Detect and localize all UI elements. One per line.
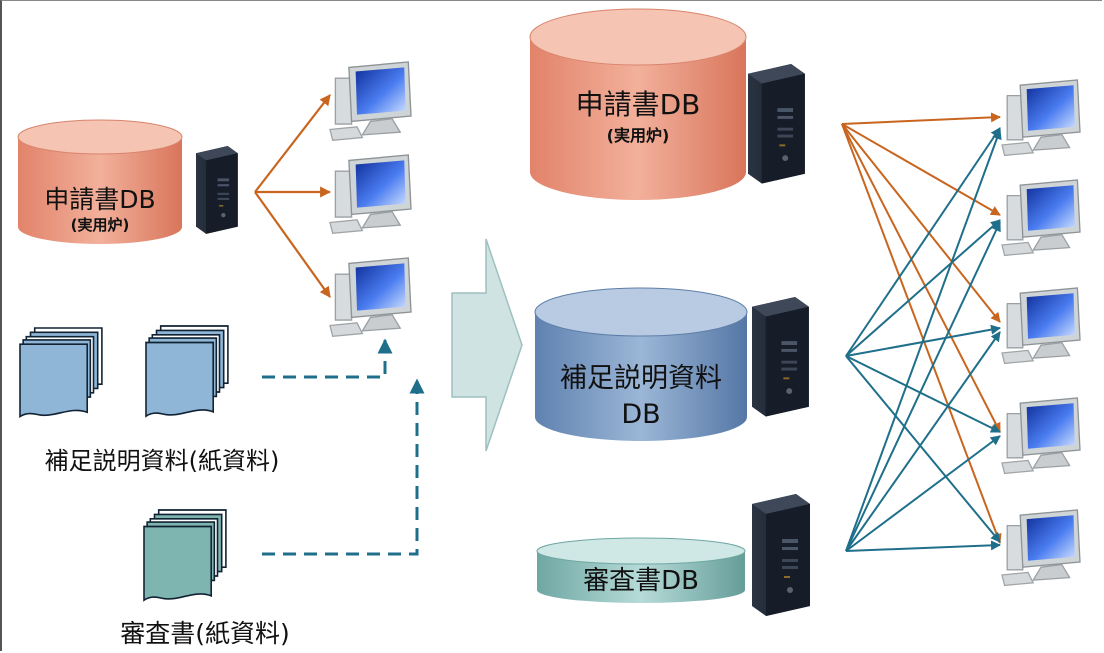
left-pc-1-icon xyxy=(329,61,412,141)
supplementary-docs-stack-1-icon xyxy=(19,327,103,418)
right-supplementary-db-line1: 補足説明資料 xyxy=(560,363,722,394)
right-pc-3-icon xyxy=(1001,287,1081,365)
supplementary-docs-stack-2-icon xyxy=(145,325,229,418)
right-server-review-icon xyxy=(752,494,810,616)
right-pc-2-icon xyxy=(1001,179,1081,257)
left-pc-2-icon xyxy=(329,154,412,234)
right-pc-1-icon xyxy=(1001,79,1081,157)
right-review-db-title: 審査書DB xyxy=(583,566,699,596)
left-pc-3-icon xyxy=(329,257,412,337)
application-db-arrows xyxy=(841,112,1002,544)
review-docs-label: 審査書(紙資料) xyxy=(120,619,290,648)
right-server-application-icon xyxy=(748,64,805,184)
right-application-db-subtitle: (実用炉) xyxy=(606,126,670,145)
right-pc-5-icon xyxy=(1001,509,1081,587)
left-db-subtitle: (実用炉) xyxy=(70,216,130,234)
paper-to-pc-dashed-arrows xyxy=(262,338,425,556)
transition-arrow xyxy=(451,238,523,452)
right-supplementary-db-line2: DB xyxy=(621,399,661,430)
right-application-db-title: 申請書DB xyxy=(575,88,701,121)
review-docs-stack-icon xyxy=(143,509,227,602)
left-db-title: 申請書DB xyxy=(44,185,156,214)
right-pc-4-icon xyxy=(1001,397,1081,475)
left-server-icon xyxy=(196,146,238,234)
review-db-arrows xyxy=(845,129,1002,552)
left-application-db xyxy=(17,119,183,244)
left-db-to-pc-arrows xyxy=(254,94,332,298)
right-review-db xyxy=(536,537,746,603)
right-application-db xyxy=(529,8,747,200)
right-supplementary-db xyxy=(534,287,748,441)
supplementary-docs-label: 補足説明資料(紙資料) xyxy=(44,447,280,475)
right-server-supplementary-icon xyxy=(752,297,809,417)
